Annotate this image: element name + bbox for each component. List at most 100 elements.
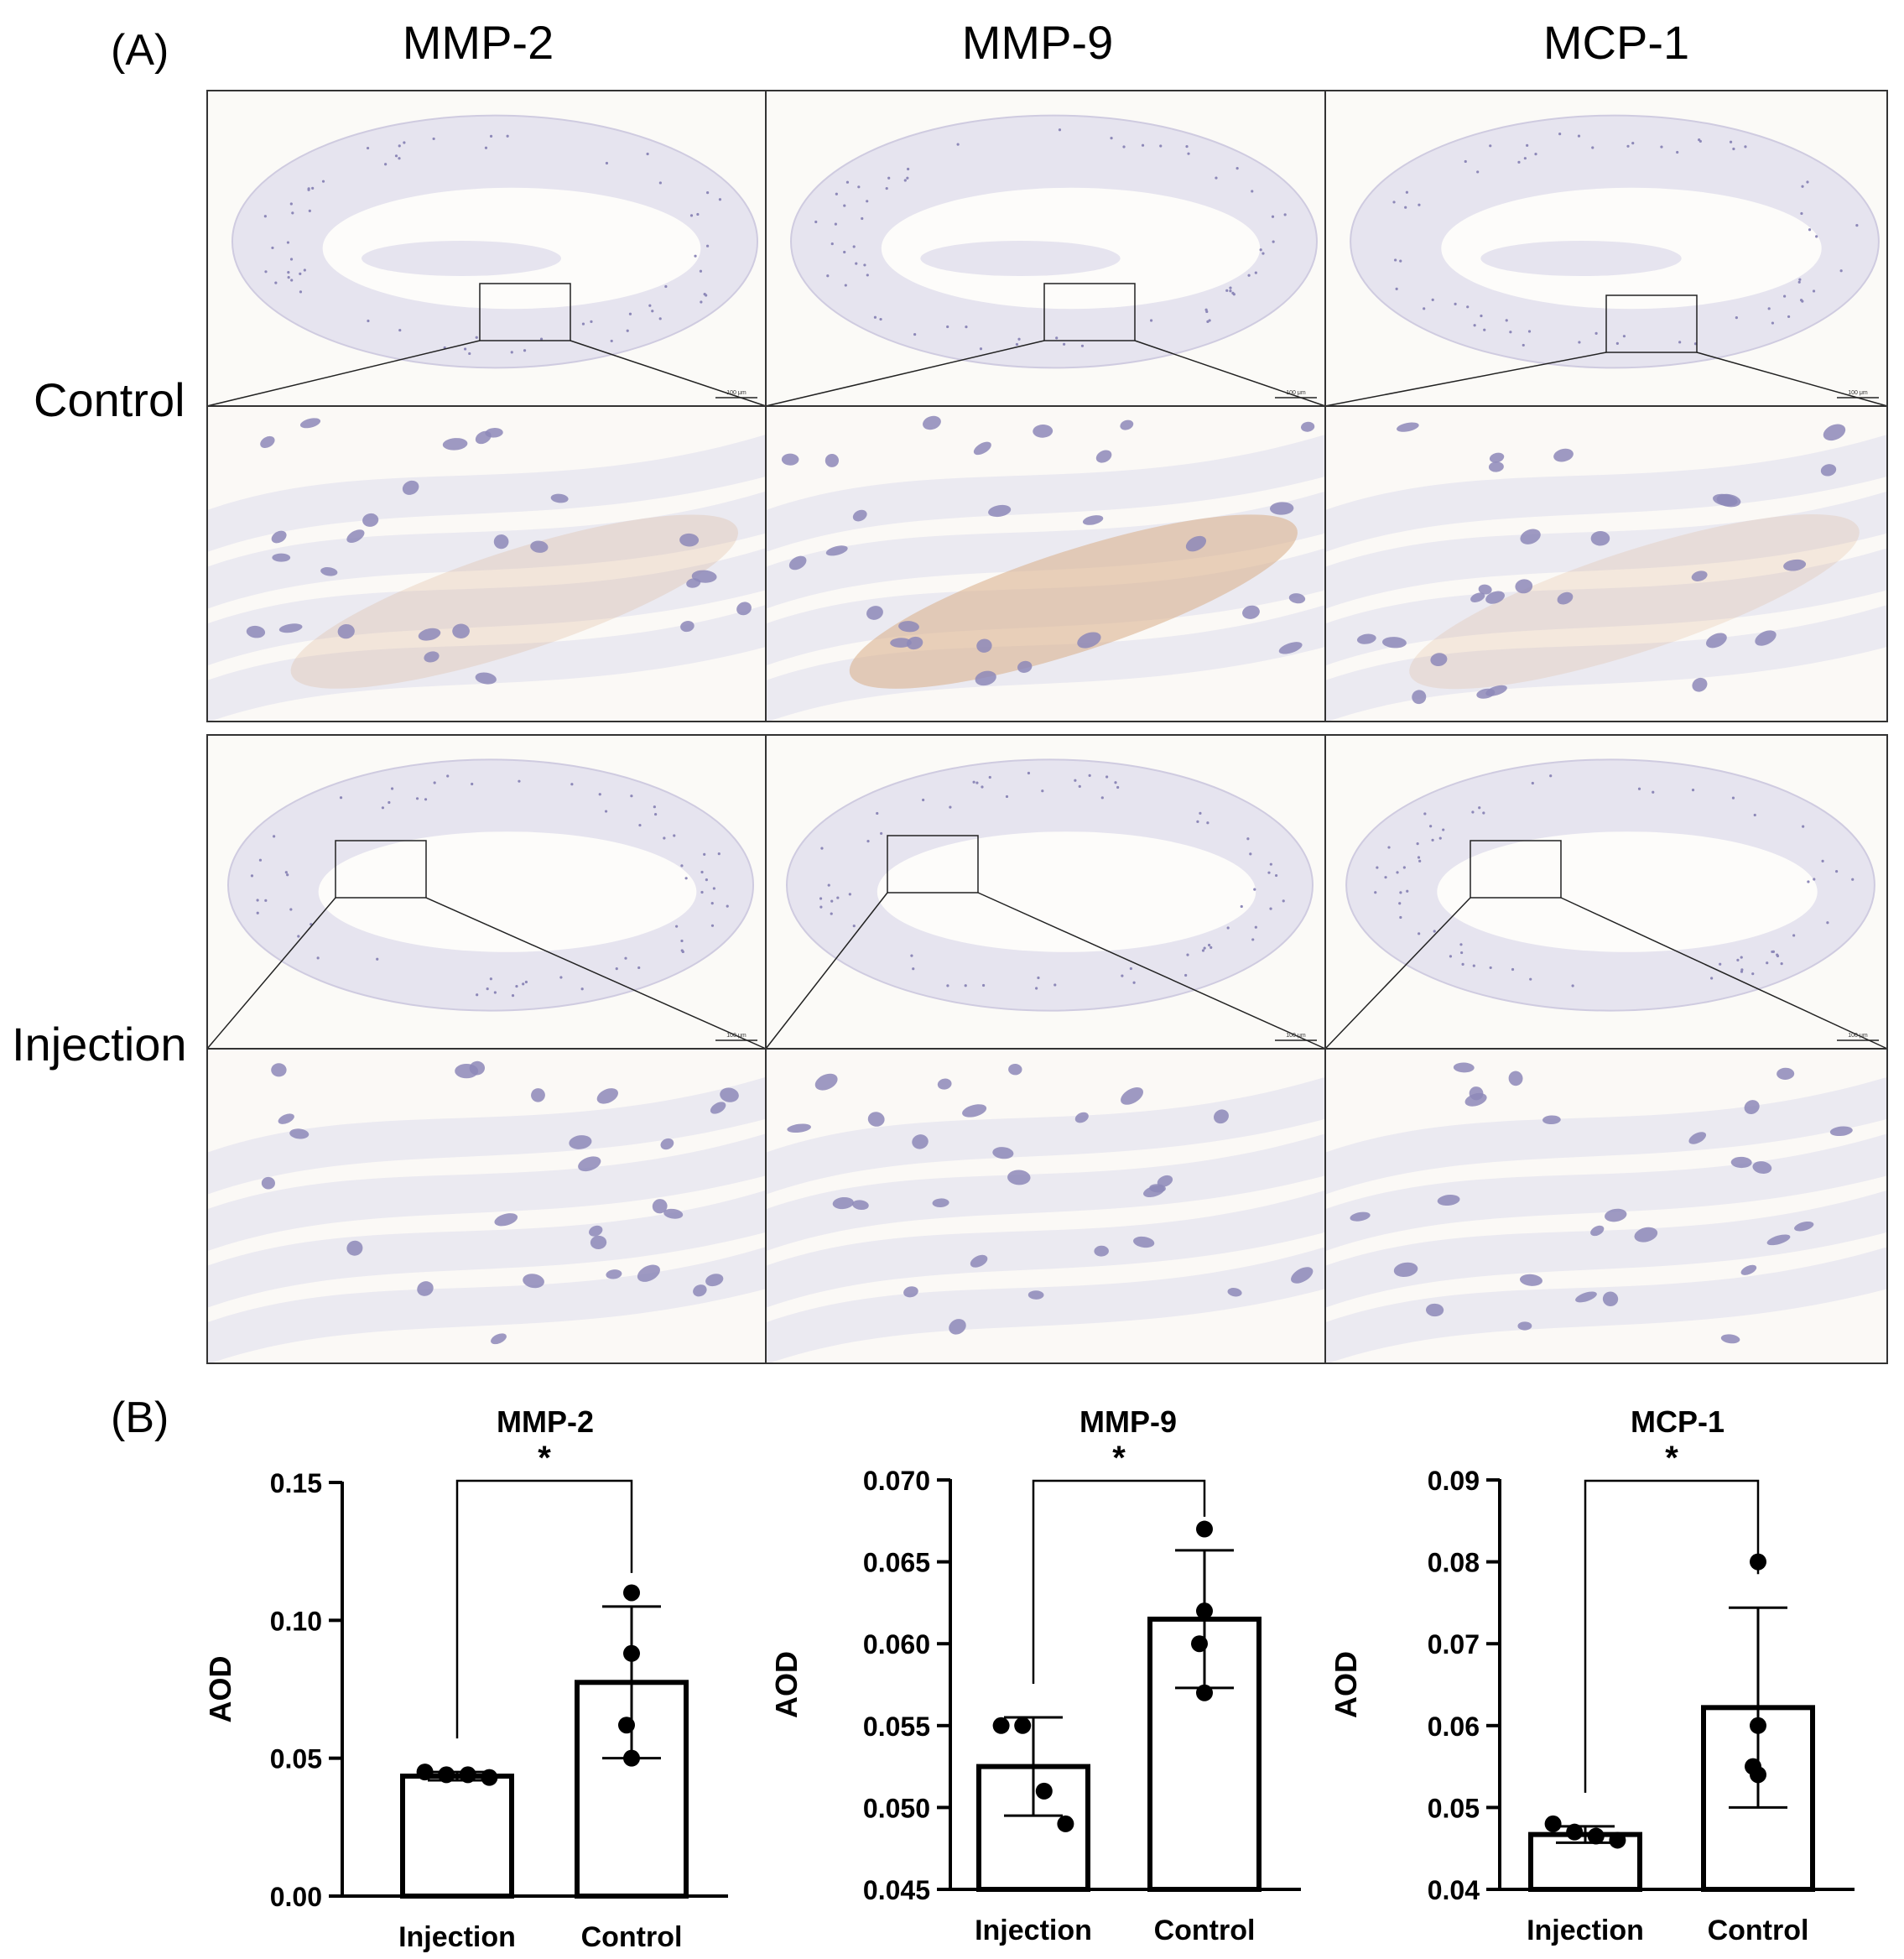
tissue-band — [207, 1247, 766, 1365]
cell-nucleus — [1575, 1291, 1597, 1303]
cell-nucleus — [550, 493, 569, 503]
nucleus-dot — [1196, 820, 1199, 823]
cell-nucleus — [1488, 461, 1504, 472]
nucleus-dot — [843, 204, 846, 207]
data-point — [1196, 1520, 1213, 1538]
nucleus-dot — [1801, 185, 1804, 188]
cell-nucleus — [578, 1156, 601, 1172]
nucleus-dot — [1698, 138, 1701, 142]
cell-nucleus — [1121, 1087, 1144, 1105]
nucleus-dot — [1431, 838, 1434, 841]
cell-nucleus — [679, 533, 700, 547]
nucleus-dot — [1078, 784, 1081, 788]
nucleus-dot — [1206, 821, 1210, 825]
nucleus-dot — [1187, 152, 1190, 155]
inset-box-injection-2 — [1470, 840, 1562, 899]
nucleus-dot — [250, 874, 254, 878]
nucleus-dot — [827, 883, 830, 887]
cell-nucleus — [1823, 424, 1846, 441]
nucleus-dot — [1591, 146, 1594, 149]
nucleus-dot — [1272, 240, 1275, 243]
tissue-band — [766, 605, 1325, 723]
cell-nucleus — [937, 1078, 952, 1090]
inset-box-control-1 — [1043, 283, 1136, 341]
nucleus-dot — [1262, 252, 1265, 255]
nucleus-dot — [489, 977, 492, 981]
nucleus-dot — [887, 176, 891, 180]
nucleus-dot — [1405, 190, 1408, 194]
cell-nucleus — [278, 623, 303, 633]
nucleus-dot — [522, 982, 525, 986]
nucleus-dot — [1740, 968, 1744, 972]
cell-nucleus — [1185, 535, 1207, 552]
cell-nucleus — [1557, 591, 1574, 605]
nucleus-dot — [819, 905, 823, 909]
cell-nucleus — [1590, 530, 1610, 546]
cell-nucleus — [1720, 1334, 1740, 1344]
cell-nucleus — [992, 1147, 1014, 1159]
cell-nucleus — [898, 621, 919, 633]
nucleus-dot — [1459, 943, 1463, 946]
cell-nucleus — [710, 1102, 726, 1114]
cell-nucleus — [788, 555, 807, 571]
nucleus-dot — [700, 300, 703, 304]
nucleus-dot — [1751, 972, 1755, 976]
nucleus-dot — [626, 329, 629, 332]
nucleus-dot — [1449, 955, 1453, 958]
nucleus-dot — [1080, 344, 1085, 347]
category-label: Injection — [975, 1915, 1092, 1946]
nucleus-dot — [1208, 319, 1211, 322]
nucleus-dot — [1460, 951, 1464, 955]
nucleus-dot — [1017, 337, 1021, 341]
nucleus-dot — [710, 924, 715, 927]
nucleus-dot — [1384, 876, 1387, 879]
nucleus-dot — [648, 304, 652, 307]
cell-nucleus — [1740, 1264, 1757, 1275]
category-label: Control — [581, 1921, 683, 1953]
tissue-band — [207, 435, 766, 552]
inset-connector — [206, 897, 336, 1050]
nucleus-dot — [515, 984, 518, 988]
nucleus-dot — [1527, 330, 1532, 333]
nucleus-dot — [1622, 335, 1626, 338]
nucleus-dot — [1821, 859, 1824, 863]
cell-nucleus — [1077, 632, 1101, 649]
nucleus-dot — [907, 167, 910, 171]
cell-nucleus — [531, 1088, 545, 1102]
cell-nucleus — [1133, 1236, 1155, 1248]
inset-box-control-0 — [479, 283, 571, 341]
cell-nucleus — [1688, 1132, 1707, 1144]
cell-nucleus — [590, 1235, 607, 1250]
brown-stain — [290, 514, 738, 689]
data-point — [1191, 1635, 1208, 1653]
nucleus-dot — [1855, 224, 1859, 227]
cell-nucleus — [1120, 419, 1134, 430]
cell-nucleus — [402, 480, 419, 495]
scale-bar-label: 100 μm — [1848, 390, 1868, 396]
nucleus-dot — [580, 987, 584, 991]
data-point — [438, 1766, 455, 1784]
nucleus-dot — [1282, 899, 1285, 903]
nucleus-dot — [1461, 962, 1464, 966]
cell-nucleus — [1794, 1221, 1814, 1232]
cell-nucleus — [663, 1208, 684, 1219]
nucleus-dot — [398, 157, 401, 160]
tissue-band — [1325, 435, 1887, 552]
data-point — [1544, 1815, 1562, 1832]
nucleus-dot — [289, 258, 294, 261]
nucleus-dot — [1792, 934, 1796, 937]
nucleus-dot — [988, 775, 991, 779]
cell-nucleus — [596, 1088, 618, 1104]
nucleus-dot — [1577, 134, 1581, 138]
nucleus-dot — [1149, 319, 1153, 322]
nucleus-dot — [1431, 298, 1434, 301]
nucleus-dot — [1813, 878, 1816, 881]
nucleus-dot — [510, 351, 513, 354]
data-point — [1750, 1766, 1766, 1784]
nucleus-dot — [1074, 779, 1077, 782]
cell-nucleus — [1412, 690, 1427, 705]
nucleus-dot — [1735, 316, 1738, 320]
tissue-band — [1325, 548, 1887, 666]
nucleus-dot — [415, 797, 419, 800]
cell-nucleus — [1520, 529, 1541, 544]
